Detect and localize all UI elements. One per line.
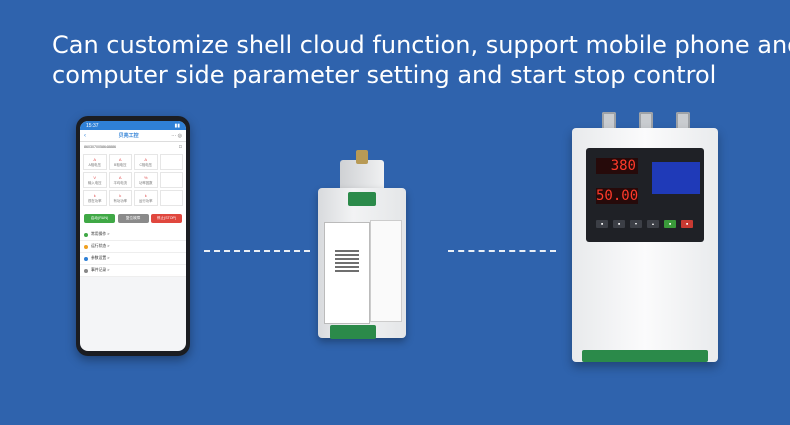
- dot-icon: [84, 244, 88, 249]
- mobile-phone: 15:37 ▮▮ ‹ 贝亮工控 ··· ◎ 8603070058648886 ☐…: [76, 116, 190, 356]
- control-panel: 380 50.00 ■ ■ ▼ ▲ ■ ■: [586, 148, 704, 242]
- phone-screen: 15:37 ▮▮ ‹ 贝亮工控 ··· ◎ 8603070058648886 ☐…: [80, 121, 186, 351]
- headline: Can customize shell cloud function, supp…: [52, 30, 790, 90]
- soft-starter: 380 50.00 ■ ■ ▼ ▲ ■ ■: [572, 112, 718, 370]
- checkbox-icon[interactable]: ☐: [178, 145, 182, 149]
- up-arrow-icon[interactable]: ▲: [647, 220, 659, 228]
- menu-item-settings[interactable]: 参数设置 >: [80, 253, 186, 265]
- back-icon[interactable]: ‹: [84, 132, 86, 139]
- start-key[interactable]: ■: [664, 220, 676, 228]
- dot-icon: [84, 232, 88, 237]
- app-title-bar: ‹ 贝亮工控 ··· ◎: [80, 130, 186, 142]
- down-arrow-icon[interactable]: ▼: [630, 220, 642, 228]
- stop-key[interactable]: ■: [681, 220, 693, 228]
- battery-icon: ▮▮: [174, 122, 180, 129]
- terminal-block-top: [348, 192, 376, 206]
- dot-icon: [84, 268, 88, 273]
- led-display-bottom: 50.00: [596, 188, 639, 204]
- param-icon: A: [118, 157, 122, 162]
- menu-item-records[interactable]: 事件记录 >: [80, 265, 186, 277]
- reset-button[interactable]: 复位故障: [117, 214, 149, 223]
- param-icon: A: [118, 175, 122, 180]
- param-icon: k: [93, 193, 96, 198]
- module-side-label: [370, 220, 402, 322]
- headline-line-1: Can customize shell cloud function, supp…: [52, 31, 790, 59]
- param-icon: k: [119, 193, 122, 198]
- din-rail-module: [318, 150, 406, 350]
- keypad: ■ ■ ▼ ▲ ■ ■: [596, 220, 693, 228]
- status-time: 15:37: [86, 122, 99, 129]
- control-buttons: 启动(RUN) 复位故障 停止(STOP): [80, 208, 186, 229]
- lcd-screen: [652, 162, 700, 194]
- antenna-connector-icon: [356, 150, 368, 164]
- app-title: 贝亮工控: [118, 133, 139, 139]
- key-button[interactable]: ■: [596, 220, 608, 228]
- phone-status-bar: 15:37 ▮▮: [80, 121, 186, 130]
- stop-button[interactable]: 停止(STOP): [151, 214, 182, 223]
- menu-item-status[interactable]: 运行状态 >: [80, 241, 186, 253]
- dot-icon: [84, 256, 88, 261]
- param-cell[interactable]: [159, 172, 183, 188]
- connector-line-right: [448, 250, 556, 252]
- param-icon: k: [144, 193, 147, 198]
- qr-code-icon: [335, 248, 359, 272]
- terminal-strip: [582, 350, 708, 362]
- run-button[interactable]: 启动(RUN): [84, 214, 115, 223]
- param-icon: A: [144, 157, 148, 162]
- headline-line-2: computer side parameter setting and star…: [52, 61, 717, 89]
- led-display-top: 380: [596, 158, 638, 174]
- menu-item-common[interactable]: 常用操作 >: [80, 229, 186, 241]
- param-cell[interactable]: %功率因数: [134, 172, 158, 188]
- starter-case: 380 50.00 ■ ■ ▼ ▲ ■ ■: [572, 128, 718, 362]
- device-row: 8603070058648886 ☐: [80, 142, 186, 152]
- key-button[interactable]: ■: [613, 220, 625, 228]
- param-icon: %: [143, 175, 148, 180]
- more-icon[interactable]: ··· ◎: [171, 132, 182, 139]
- param-cell[interactable]: [159, 190, 183, 206]
- module-label-panel: [324, 222, 370, 324]
- device-id: 8603070058648886: [84, 145, 116, 149]
- param-cell[interactable]: [159, 154, 183, 170]
- terminal-block-bottom: [330, 325, 376, 339]
- param-icon: V: [93, 175, 97, 180]
- param-icon: A: [93, 157, 97, 162]
- connector-line-left: [204, 250, 310, 252]
